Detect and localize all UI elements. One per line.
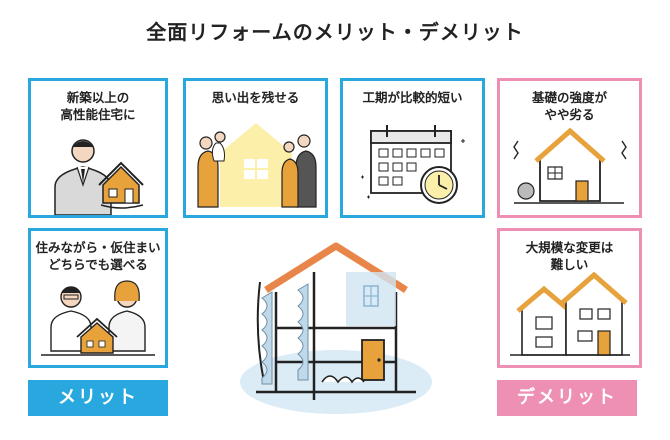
shaking-house-icon bbox=[513, 127, 627, 204]
merit-card-memories: 思い出を残せる bbox=[183, 78, 328, 218]
demerit-card-large-changes: 大規模な変更は 難しい bbox=[497, 228, 642, 368]
businessman-with-house-icon bbox=[54, 139, 144, 215]
renovation-house-illustration bbox=[240, 242, 432, 414]
merit-card-live-or-temporary: 住みながら・仮住まい どちらでも選べる bbox=[28, 228, 168, 368]
card-label: 住みながら・仮住まい どちらでも選べる bbox=[35, 240, 161, 272]
couple-thinking-icon bbox=[41, 280, 155, 356]
card-label: 基礎の強度が やや劣る bbox=[531, 90, 607, 122]
card-label: 工期が比較的短い bbox=[362, 90, 463, 105]
title-area: 全面リフォームのメリット・デメリット bbox=[0, 16, 670, 45]
card-label: 新築以上の 高性能住宅に bbox=[60, 90, 136, 122]
merit-card-high-performance: 新築以上の 高性能住宅に bbox=[28, 78, 168, 218]
page-title: 全面リフォームのメリット・デメリット bbox=[140, 16, 531, 45]
card-label: 思い出を残せる bbox=[211, 90, 300, 105]
calendar-clock-icon bbox=[361, 125, 465, 204]
demerit-badge: デメリット bbox=[497, 380, 637, 416]
family-and-house-icon bbox=[197, 123, 317, 208]
demerit-card-foundation: 基礎の強度が やや劣る bbox=[497, 78, 642, 218]
card-label: 大規模な変更は 難しい bbox=[525, 240, 614, 272]
merit-badge: メリット bbox=[28, 380, 168, 416]
two-story-house-icon bbox=[510, 271, 630, 356]
merit-card-short-period: 工期が比較的短い bbox=[340, 78, 485, 218]
